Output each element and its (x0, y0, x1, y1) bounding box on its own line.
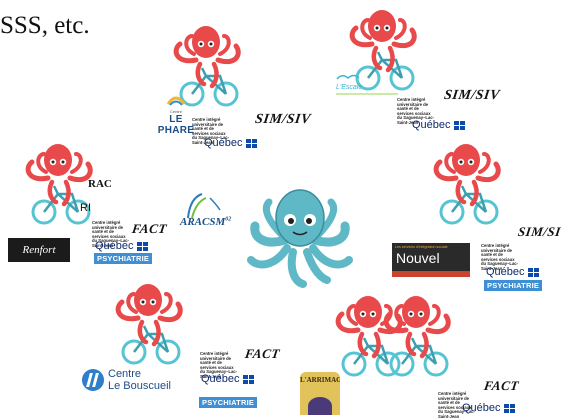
aracsm-superscript: 02 (225, 216, 232, 223)
program-fact: FACT (483, 378, 520, 393)
escale-label: L'Escale (336, 84, 363, 91)
quebec-label: Québec (412, 119, 451, 131)
octopus-bike-icon (436, 150, 496, 230)
quebec-logo: Québec (201, 373, 254, 385)
quebec-label: Québec (462, 402, 501, 414)
ciusss-text: Centre intégré universitaire de santé et… (200, 351, 238, 379)
wave-icon (336, 74, 360, 80)
nouvel-logo: Les services d'intégration sociale Nouve… (392, 243, 470, 277)
central-octopus-icon (247, 189, 353, 288)
quebec-flag-icon (245, 138, 257, 148)
quebec-flag-icon (503, 403, 515, 413)
lighthouse-icon (166, 96, 186, 106)
quebec-label: Québec (95, 240, 134, 252)
escale-underline (336, 93, 398, 95)
bouscueil-logo: Centre Le Bouscueil (82, 368, 171, 392)
quebec-flag-icon (527, 267, 539, 277)
le-phare-small-label: Centre (169, 109, 182, 114)
nouvel-label: Nouvel (396, 250, 440, 266)
quebec-logo: Québec (462, 402, 515, 414)
slide-title-fragment: SSS, etc. (0, 12, 90, 39)
ciusss-text: Centre intégré universitaire de santé et… (397, 97, 435, 125)
quebec-logo: Québec (486, 266, 539, 278)
octopus-bike-icon (28, 150, 88, 230)
program-sim-siv: SIM/SIV (443, 88, 501, 103)
nouvel-sub-label: Les services d'intégration sociale (395, 245, 448, 249)
ciusss-text: Centre intégré universitaire de santé et… (92, 220, 130, 248)
quebec-logo: Québec (412, 119, 465, 131)
psychiatrie-badge: PSYCHIATRIE (484, 280, 543, 291)
aracsm-logo: ARACSM02 (180, 190, 250, 234)
psychiatrie-badge: PSYCHIATRIE (199, 397, 258, 408)
aracsm-label: ARACSM (180, 216, 226, 228)
quebec-label: Québec (201, 373, 240, 385)
octopus-bike-icon (388, 302, 448, 382)
psychiatrie-badge: PSYCHIATRIE (94, 253, 153, 264)
arrimage-logo: L'ARRIMAGE (300, 372, 340, 415)
quebec-flag-icon (242, 374, 254, 384)
program-ri: RI (80, 202, 91, 214)
program-sim-siv: SIM/SIV (517, 224, 561, 239)
quebec-flag-icon (136, 241, 148, 251)
ciusss-text: Centre intégré universitaire de santé et… (481, 243, 519, 271)
program-fact: FACT (131, 221, 168, 236)
bouscueil-line1: Centre (108, 368, 142, 380)
escale-logo: L'Escale (336, 68, 406, 95)
program-fact: FACT (244, 346, 281, 361)
arrimage-figure (308, 397, 332, 415)
quebec-flag-icon (453, 120, 465, 130)
bouscueil-line2: Le Bouscueil (108, 380, 171, 392)
arrimage-label: L'ARRIMAGE (300, 376, 340, 384)
octopus-bike-icon (118, 290, 178, 370)
bouscueil-icon (82, 369, 104, 391)
quebec-label: Québec (204, 137, 243, 149)
le-phare-label: LE PHARE (157, 114, 195, 136)
quebec-logo: Québec (204, 137, 257, 149)
ciusss-text: Centre intégré universitaire de santé et… (192, 117, 230, 145)
quebec-label: Québec (486, 266, 525, 278)
renfort-label: Renfort (22, 244, 56, 256)
quebec-logo: Québec (95, 240, 148, 252)
nouvel-stripe (392, 271, 470, 277)
le-phare-logo: Centre LE PHARE (150, 92, 202, 136)
renfort-logo: Renfort (8, 238, 70, 262)
program-rac: RAC (88, 178, 112, 190)
program-sim-siv: SIM/SIV (254, 112, 312, 127)
wave-icon (187, 193, 221, 219)
